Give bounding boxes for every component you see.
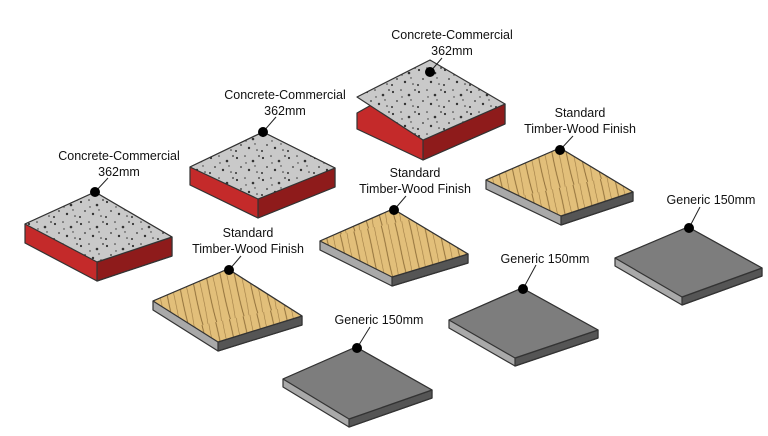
tag-marker bbox=[90, 187, 100, 197]
generic-front-tag: Generic 150mm bbox=[335, 313, 424, 327]
timber-back-tag-line1: Standard bbox=[555, 106, 606, 120]
concrete-middle-tag-line1: Concrete-Commercial bbox=[224, 88, 346, 102]
concrete-back-tag-line2: 362mm bbox=[431, 44, 473, 58]
generic-middle-tag: Generic 150mm bbox=[501, 252, 590, 266]
tag-marker bbox=[258, 127, 268, 137]
generic-back-tag: Generic 150mm bbox=[667, 193, 756, 207]
timber-slab-middle bbox=[319, 208, 469, 287]
timber-back-tag-line2: Timber-Wood Finish bbox=[524, 122, 636, 136]
concrete-slab-back bbox=[356, 59, 506, 161]
generic-slab-back bbox=[614, 226, 763, 306]
concrete-front-tag-line1: Concrete-Commercial bbox=[58, 149, 180, 163]
concrete-back-tag-line1: Concrete-Commercial bbox=[391, 28, 513, 42]
tag-marker bbox=[518, 284, 528, 294]
timber-slab-front bbox=[152, 268, 303, 352]
timber-front-tag-line1: Standard bbox=[223, 226, 274, 240]
tag-marker bbox=[684, 223, 694, 233]
concrete-slab-front bbox=[24, 191, 173, 282]
tag-marker bbox=[352, 343, 362, 353]
tag-marker bbox=[224, 265, 234, 275]
timber-middle-tag-line1: Standard bbox=[390, 166, 441, 180]
timber-middle-tag-line2: Timber-Wood Finish bbox=[359, 182, 471, 196]
concrete-middle-tag-line2: 362mm bbox=[264, 104, 306, 118]
tag-marker bbox=[555, 145, 565, 155]
generic-slab-middle bbox=[448, 287, 599, 367]
tag-marker bbox=[389, 205, 399, 215]
tag-marker bbox=[425, 67, 435, 77]
generic-slab-front bbox=[282, 346, 433, 428]
concrete-slab-middle bbox=[189, 131, 336, 219]
concrete-front-tag-line2: 362mm bbox=[98, 165, 140, 179]
timber-front-tag-line2: Timber-Wood Finish bbox=[192, 242, 304, 256]
tag-markers bbox=[90, 67, 694, 353]
tag-labels: Concrete-Commercial 362mm Concrete-Comme… bbox=[58, 28, 755, 327]
timber-slab-back bbox=[485, 147, 634, 226]
